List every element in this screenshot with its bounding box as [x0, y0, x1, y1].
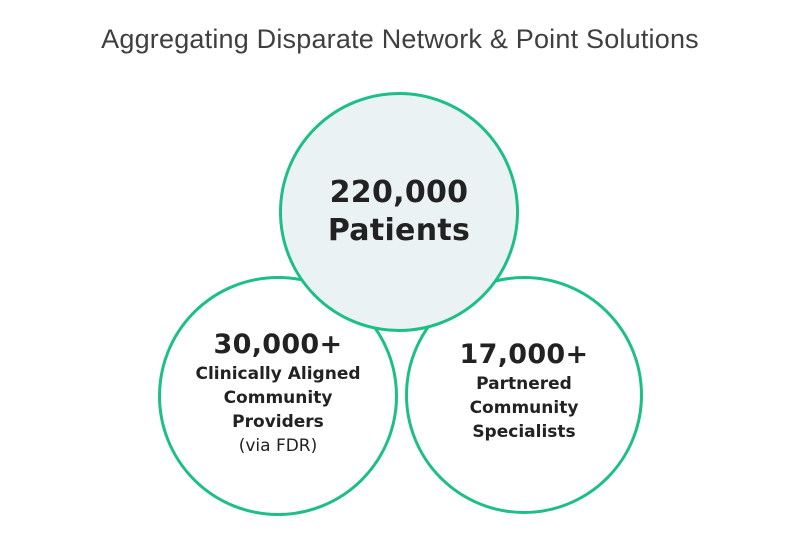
patients-count: 220,000	[329, 175, 469, 210]
providers-content: 30,000+ Clinically Aligned Community Pro…	[195, 328, 360, 458]
providers-count: 30,000+	[213, 329, 343, 360]
providers-label-line-3: Providers	[232, 412, 324, 432]
specialists-label-line-2: Community	[469, 398, 579, 418]
patients-circle: 220,000 Patients	[279, 92, 519, 332]
providers-note: (via FDR)	[238, 436, 318, 456]
providers-label-line-2: Community	[223, 388, 333, 408]
patients-label: Patients	[327, 213, 471, 248]
specialists-label-line-3: Specialists	[472, 422, 576, 442]
specialists-content: 17,000+ Partnered Community Specialists	[460, 338, 589, 444]
page-title: Aggregating Disparate Network & Point So…	[101, 24, 699, 54]
specialists-count: 17,000+	[459, 339, 589, 370]
patients-content: 220,000 Patients	[328, 174, 470, 250]
specialists-label-line-1: Partnered	[476, 374, 572, 394]
providers-label-line-1: Clinically Aligned	[195, 364, 361, 384]
specialists-circle: 17,000+ Partnered Community Specialists	[405, 276, 643, 514]
